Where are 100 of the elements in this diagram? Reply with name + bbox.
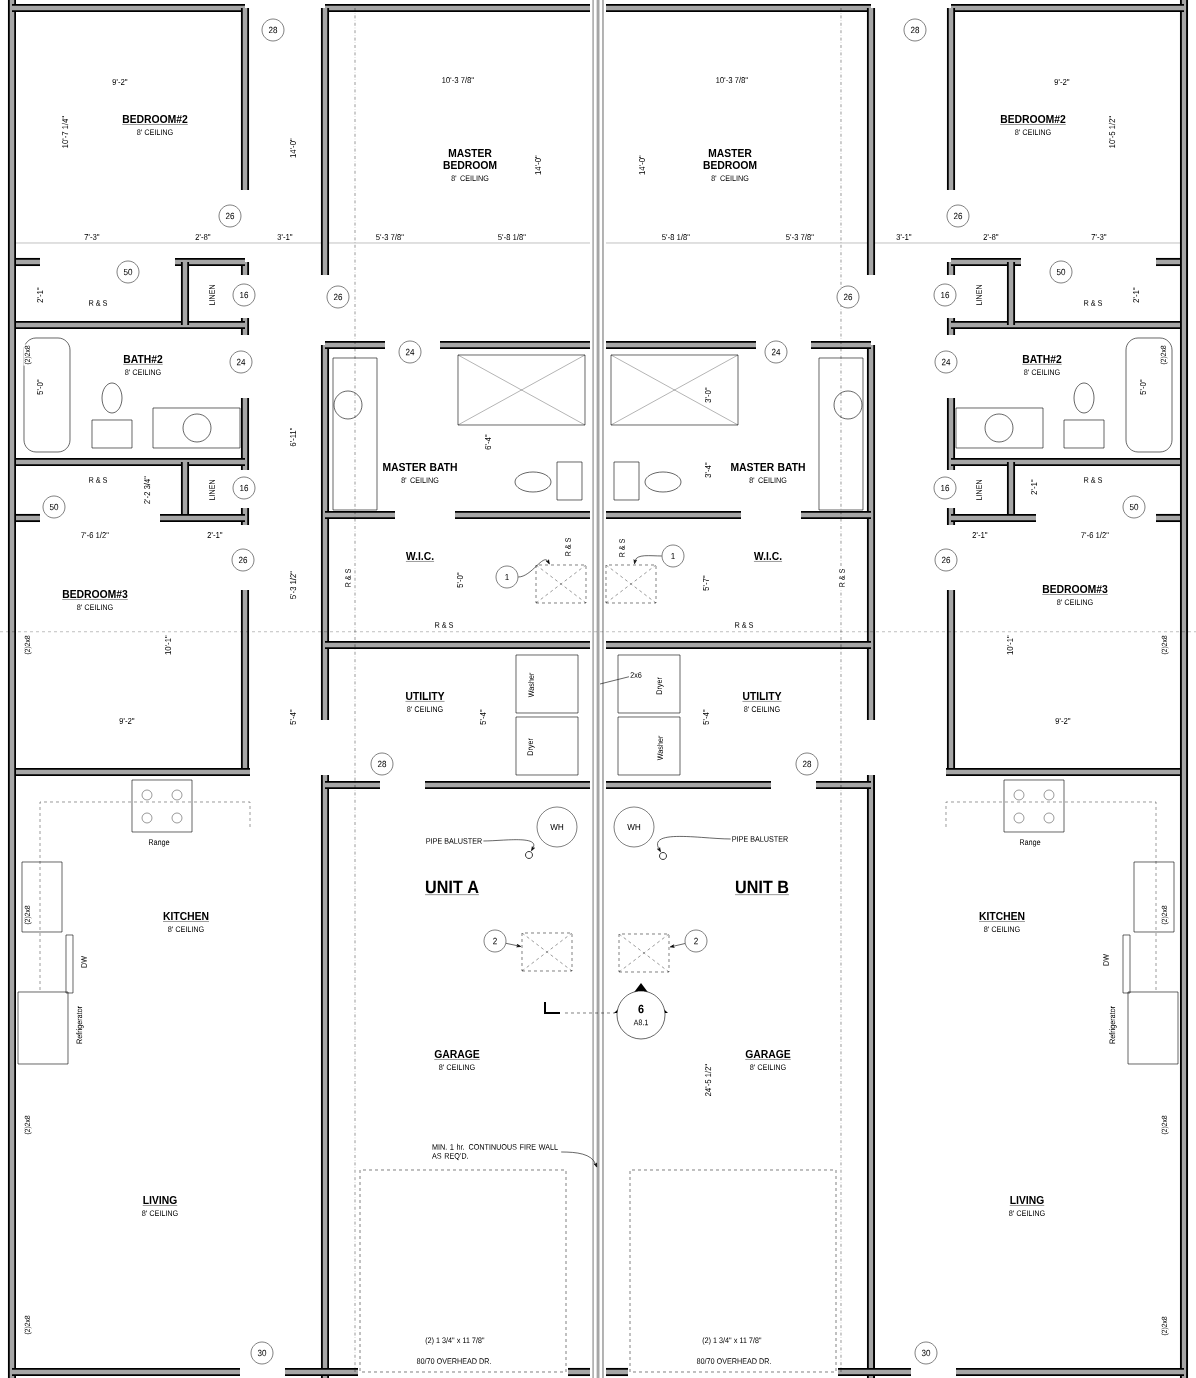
closet-label: LINEN [208,478,216,502]
dimension-label: 5'-0" [456,571,464,589]
dimension-label: 3'-4" [704,461,712,479]
dimension-label: 10'-1" [1006,634,1014,656]
dimension-label: 10'-3 7/8" [714,75,750,85]
dimension-label: 9'-2" [1053,78,1071,86]
callout-number: 24 [229,350,253,374]
dimension-label: 2'-1" [1132,286,1140,304]
hatch-box [521,932,573,972]
room-label: BEDROOM#2 8' CEILING [1000,114,1066,136]
callout-number: 26 [946,204,970,228]
appliance-label: Range [147,838,171,848]
dimension-label: 3'-1" [276,233,294,241]
callout-number: 28 [903,18,927,42]
appliance-label: Washer [527,671,535,699]
dimension-label: 14'-0" [289,137,297,159]
dimension-label: 5'-4" [289,708,297,726]
room-label: KITCHEN 8' CEILING [978,911,1026,933]
room-label: W.I.C. [753,551,783,562]
callout-number: 26 [326,285,350,309]
callout-number: 26 [934,548,958,572]
room-label: MASTER BATH 8' CEILING [731,462,805,484]
leader-line [599,676,630,685]
callout-number: 24 [398,340,422,364]
room-label: BEDROOM#3 8' CEILING [1042,584,1108,606]
dimension-label: 3'-1" [895,233,913,241]
note-text: MIN. 1 hr. CONTINUOUS FIRE WALL AS REQ'D. [432,1143,558,1161]
note-text: PIPE BALUSTER [732,836,788,842]
dimension-label: 6'-4" [484,433,492,451]
dimension-label: 5'-4" [479,708,487,726]
appliance-label: DW [1102,953,1110,967]
closet-label: LINEN [208,283,216,307]
callout-number: 30 [914,1341,938,1365]
callout-number: 1 [661,544,685,568]
unit-label: UNIT A [424,879,480,897]
door-label: 80/70 OVERHEAD DR. [415,1357,493,1365]
callout-number: 26 [218,204,242,228]
closet-label: R & S [87,476,109,484]
room-label: BATH#2 8' CEILING [123,354,163,376]
closet-label: R & S [838,567,846,589]
dimension-label: 7'-3" [83,233,101,241]
dimension-label: 9'-2" [118,717,136,725]
dimension-label: 5'-3 1/2" [288,569,298,601]
callout-number: 50 [42,495,66,519]
dimension-label: 10'-7 1/4" [60,114,70,150]
dimension-label: 2'-2 3/4" [142,474,152,506]
note-text: PIPE BALUSTER [426,838,482,844]
room-label: BEDROOM#3 8' CEILING [62,589,128,611]
leader-line [657,836,731,853]
closet-label: R & S [433,621,455,629]
dimension-label: 2'-1" [1030,478,1038,496]
closet-label: LINEN [975,283,983,307]
closet-label: R & S [618,537,626,559]
appliance-label: Refrigerator [1108,1005,1118,1045]
room-label: MASTER BEDROOM 8' CEILING [703,148,757,182]
callout-number: 50 [116,260,140,284]
room-label: GARAGE 8' CEILING [745,1049,791,1071]
note-text: 2x6 [630,672,642,678]
room-label: GARAGE 8' CEILING [434,1049,480,1071]
leader-line [505,943,522,948]
door-label: 80/70 OVERHEAD DR. [695,1357,773,1365]
closet-label: R & S [87,299,109,307]
room-label: MASTER BATH 8' CEILING [383,462,457,484]
closet-label: R & S [1082,299,1104,307]
closet-label: R & S [564,536,572,558]
dimension-label: 5'-7" [702,574,710,592]
closet-label: LINEN [975,478,983,502]
dimension-label: 7'-6 1/2" [1079,530,1111,540]
appliance-label: Refrigerator [75,1005,85,1045]
hatch-box [535,564,587,604]
appliance-label: Range [1018,838,1042,848]
dimension-label: 2'-8" [982,233,1000,241]
room-label: BATH#2 8' CEILING [1022,354,1062,376]
appliance-label: Dryer [526,737,536,757]
appliance-label: Washer [656,734,664,762]
door-label: (2) 1 3/4" x 11 7/8" [424,1336,486,1346]
callout-number: 28 [370,752,394,776]
dimension-label: 14'-0" [534,154,542,176]
callout-number: 28 [795,752,819,776]
dimension-label: 5'-3 7/8" [374,232,406,242]
leader-line [517,559,550,578]
dimension-label: 24'-5 1/2" [703,1062,713,1098]
door-label: (2) 1 3/4" x 11 7/8" [701,1336,763,1346]
callout-number: 2 [483,929,507,953]
room-label: LIVING 8' CEILING [142,1195,178,1217]
callout-number: 16 [933,476,957,500]
hatch-box [618,933,670,973]
callout-number: 26 [836,285,860,309]
hatch-box [605,564,657,604]
room-label: LIVING 8' CEILING [1009,1195,1045,1217]
callout-number: 26 [231,548,255,572]
dimension-label: 10'-5 1/2" [1107,114,1117,150]
dimension-label: 10'-3 7/8" [440,75,476,85]
closet-label: R & S [733,621,755,629]
closet-label: R & S [1082,476,1104,484]
room-label: UTILITY 8' CEILING [405,692,445,712]
dimension-label: 3'-0" [704,386,712,404]
callout-number: 24 [934,350,958,374]
room-label: BEDROOM#2 8' CEILING [122,114,188,136]
closet-label: R & S [344,567,352,589]
